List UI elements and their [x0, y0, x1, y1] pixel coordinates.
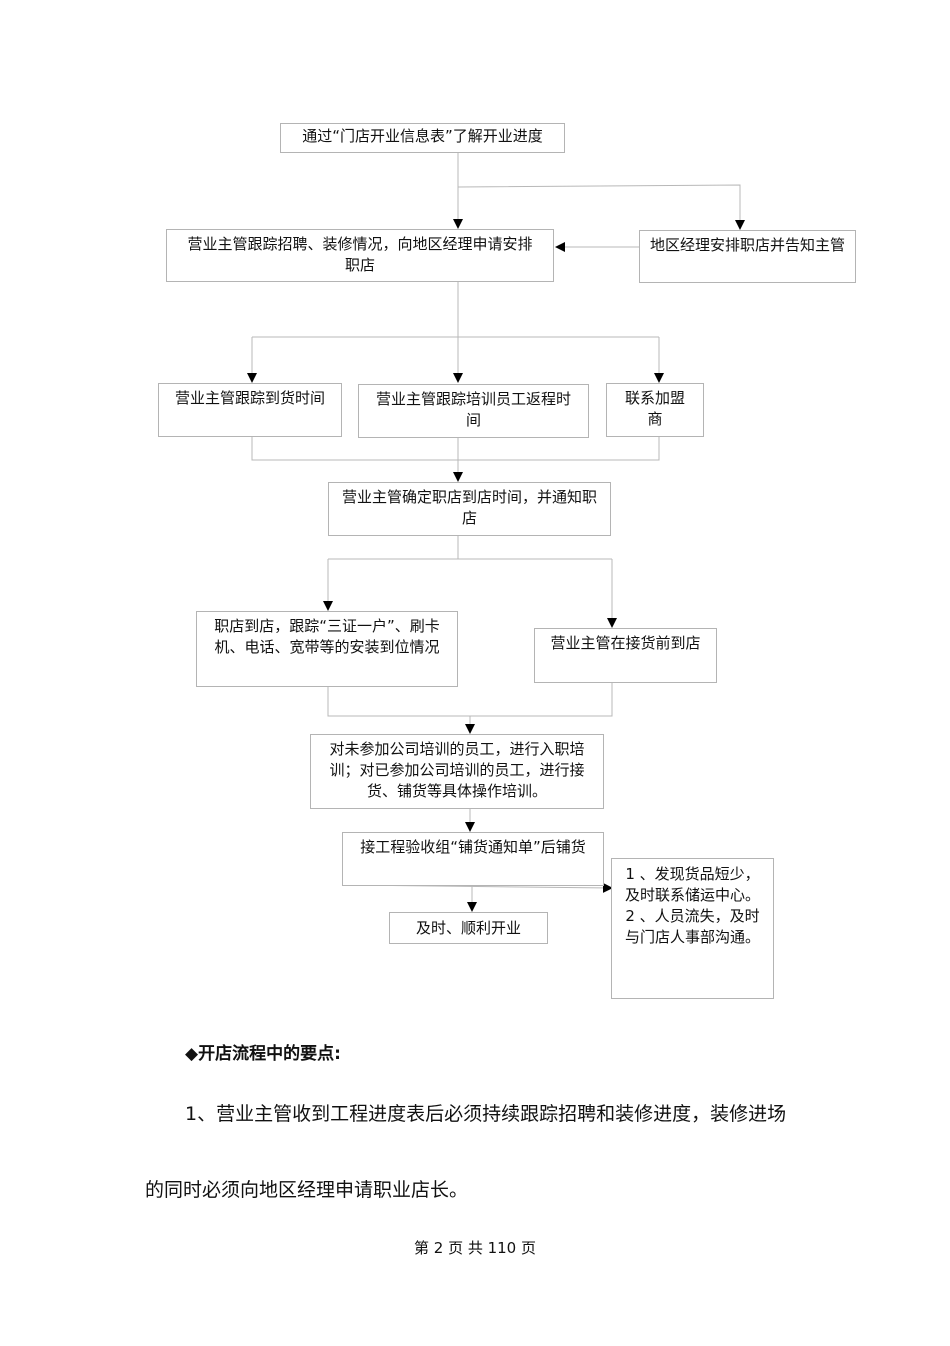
flow-node-supervisor-arrive: 营业主管在接货前到店 [534, 628, 717, 683]
flow-node-track-delivery: 营业主管跟踪到货时间 [158, 383, 342, 437]
flow-node-track-recruitment: 营业主管跟踪招聘、装修情况，向地区经理申请安排职店 [166, 229, 554, 282]
flow-node-issue-handling: 1 、发现货品短少，及时联系储运中心。2 、人员流失，及时与门店人事部沟通。 [611, 858, 774, 999]
flow-node-confirm-arrival: 营业主管确定职店到店时间，并通知职店 [328, 482, 611, 536]
flow-node-arrange-store: 地区经理安排职店并告知主管 [639, 230, 856, 283]
section-heading: ◆开店流程中的要点: [185, 1044, 341, 1064]
paragraph-line-1: 1、营业主管收到工程进度表后必须持续跟踪招聘和装修进度，装修进场 [185, 1103, 787, 1125]
flow-node-track-installation: 职店到店，跟踪“三证一户”、刷卡机、电话、宽带等的安装到位情况 [196, 611, 458, 687]
flow-node-track-training-return: 营业主管跟踪培训员工返程时间 [358, 384, 589, 438]
paragraph-line-2: 的同时必须向地区经理申请职业店长。 [145, 1179, 469, 1201]
flow-node-check-opening-info: 通过“门店开业信息表”了解开业进度 [280, 123, 565, 153]
flow-node-contact-franchisee: 联系加盟商 [606, 383, 704, 437]
flow-node-stocking: 接工程验收组“铺货通知单”后铺货 [342, 832, 604, 886]
flow-node-open-on-time: 及时、顺利开业 [389, 912, 548, 944]
flow-node-training: 对未参加公司培训的员工，进行入职培训；对已参加公司培训的员工，进行接货、铺货等具… [310, 734, 604, 809]
page-footer: 第 2 页 共 110 页 [413, 1239, 536, 1257]
